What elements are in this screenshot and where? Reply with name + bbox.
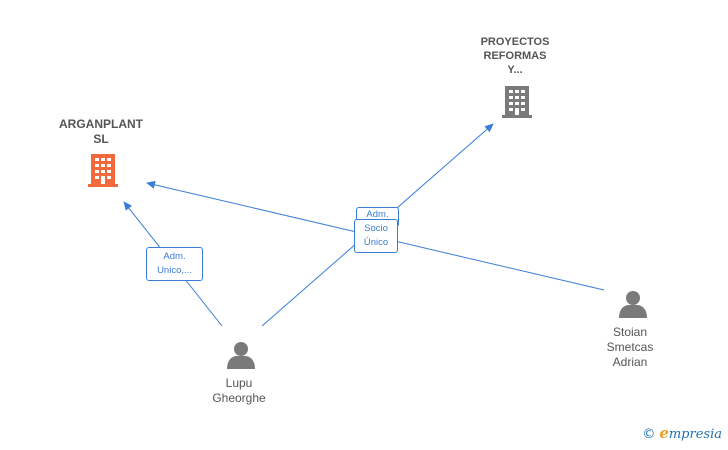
person-label-lupu[interactable]: Lupu Gheorghe [212, 376, 266, 405]
edge-label-lupu-arganplant[interactable]: Adm. Unico,... [146, 247, 203, 281]
person-icon[interactable] [227, 342, 255, 369]
building-icon[interactable] [88, 154, 118, 187]
empresia-logo: ©empresia [642, 424, 722, 442]
edge-label-lupu-proyectos[interactable]: Socio Único [354, 219, 398, 253]
building-icon[interactable] [502, 86, 532, 118]
company-label-arganplant[interactable]: ARGANPLANT SL [59, 117, 143, 146]
person-icon[interactable] [619, 291, 647, 318]
person-label-stoian[interactable]: Stoian Smetcas Adrian [606, 325, 654, 369]
company-label-proyectos[interactable]: PROYECTOS REFORMAS Y... [480, 36, 550, 76]
copyright-icon: © [642, 427, 656, 442]
